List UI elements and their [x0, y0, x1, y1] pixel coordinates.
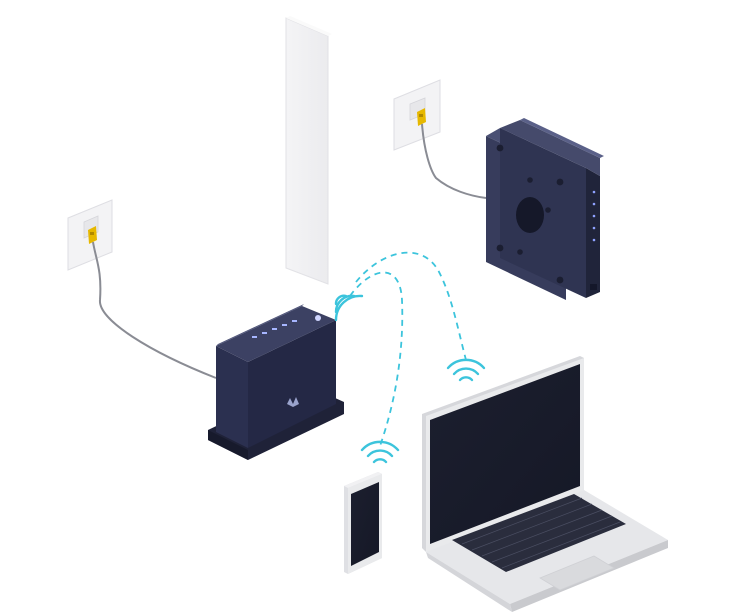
wifi-icon-phone: [360, 440, 400, 464]
router: [208, 304, 344, 460]
wall-outlet-left: [67, 199, 113, 271]
smartphone: [344, 472, 382, 574]
wireless-link-phone: [349, 271, 404, 447]
cable-left: [92, 241, 217, 379]
wireless-link-laptop: [355, 251, 467, 361]
wifi-icon-laptop: [446, 358, 486, 382]
status-leds: [590, 190, 597, 290]
wall-outlet-right: [393, 79, 441, 151]
cable-right: [421, 123, 487, 199]
laptop: [422, 356, 668, 612]
router-indicator-leds: [252, 315, 321, 338]
wifi-icon-router: [334, 294, 364, 322]
ethernet-port-icon: [88, 226, 97, 244]
wall-mount-box: [486, 118, 604, 300]
wall-panel: [285, 16, 332, 285]
brand-logo-icon: [287, 397, 299, 407]
keyboard-keys: [461, 497, 621, 569]
ethernet-port-icon: [417, 108, 426, 126]
